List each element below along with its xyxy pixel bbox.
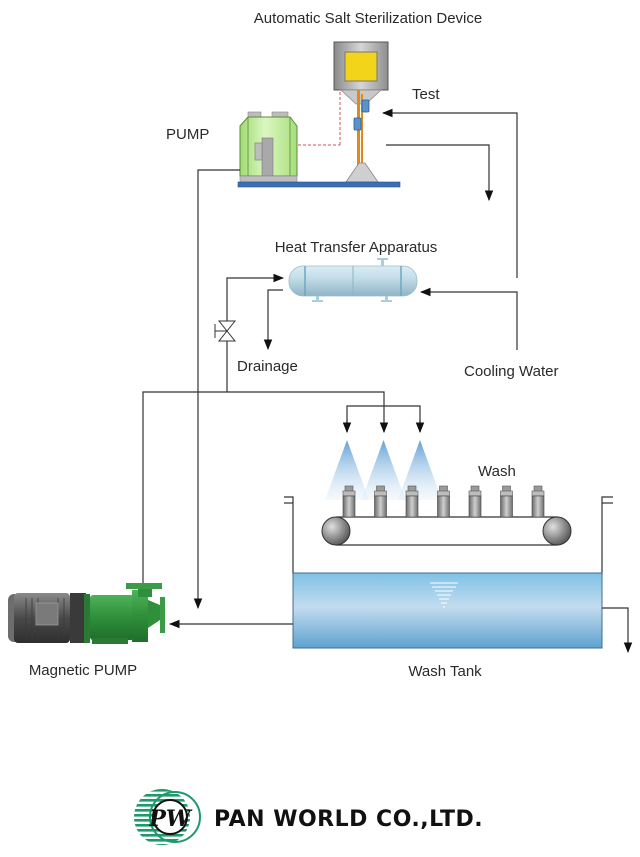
wash-tank-label: Wash Tank [408,663,482,680]
discharge-header [142,391,389,590]
wash-tank [292,572,603,649]
bottle-icon [468,485,482,518]
company-name: PAN WORLD CO.,LTD. [214,807,483,832]
bottle-icon [437,485,450,518]
cooling-water-pipe [419,287,518,350]
salt-sterilization-device [298,41,389,184]
cooling-water-label: Cooling Water [464,363,558,380]
water-level-icon [430,582,458,608]
magnetic-pump-label: Magnetic PUMP [29,662,137,679]
dosing-line [193,169,240,610]
spray-manifold [346,405,421,432]
bottle-icon [342,485,356,518]
device-window [344,51,378,82]
company-logo: PW [134,789,201,845]
spray-cone [361,440,406,500]
heat-transfer-label: Heat Transfer Apparatus [275,239,438,256]
logo-initials: PW [148,806,193,832]
spray-cone [398,440,442,500]
sensor-lower [353,117,362,131]
pump-label: PUMP [166,126,209,143]
test-outlet-pipe [386,144,494,202]
spray-cone [325,440,369,500]
pump-motor-icon [261,137,274,177]
hx-feed-pipe [226,273,285,392]
wash-label: Wash [478,463,516,480]
spray-cones [325,440,442,500]
drainage-label: Drainage [237,358,298,375]
magnetic-pump [8,583,165,644]
tank-walls [284,496,613,575]
bottle-icon [500,485,513,518]
device-title: Automatic Salt Sterilization Device [254,10,482,27]
dosing-pump [237,111,401,188]
base-plate [237,181,401,188]
stand-pipe [357,90,360,184]
overflow-pipe [602,607,633,654]
roller-right [542,516,572,546]
bottle-icon [531,485,545,518]
device-stand-foot [345,162,379,183]
bottles [342,485,545,518]
bottle-icon [405,485,419,518]
drainage-pipe [263,289,283,351]
valve-icon[interactable] [214,320,237,342]
heat-transfer-apparatus [288,258,418,302]
conveyor-belt [321,516,572,546]
bottle-icon [374,485,387,518]
test-return-pipe [381,108,518,278]
test-label: Test [412,86,440,103]
roller-left [321,516,351,546]
sensor-upper [361,99,370,113]
